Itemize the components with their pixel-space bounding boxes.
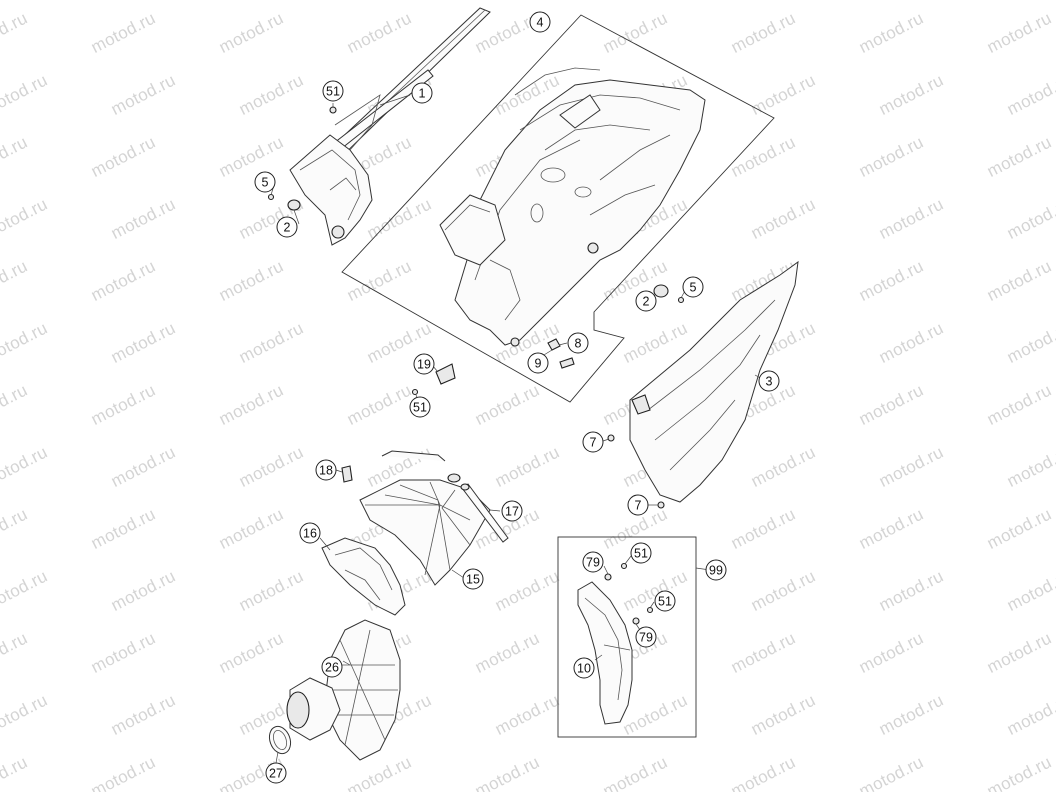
callout-label: 5 [690,281,697,295]
part-air-filter [286,619,401,761]
callout-circle-icon [582,551,604,573]
callout-circle-icon [527,352,549,374]
callout-c51a: 51 [322,80,344,102]
assembly-frame-4 [341,14,775,403]
callout-label: 7 [590,436,597,450]
part-washers-left [267,193,301,211]
callout-c2b: 2 [635,290,657,312]
callout-circle-icon [573,657,595,679]
callout-circle-icon [501,500,523,522]
callout-circle-icon [654,590,676,612]
callout-circle-icon [299,522,321,544]
callout-label: 79 [639,631,653,645]
callout-c3: 3 [758,370,780,392]
callout-label: 27 [269,767,283,781]
part-tube-trim [317,7,491,169]
part-intake-snorkel [577,562,654,725]
callout-circle-icon [705,559,727,581]
callout-label: 51 [658,595,672,609]
callout-circle-icon [413,353,435,375]
callout-c99: 99 [705,559,727,581]
callout-label: 15 [466,573,480,587]
part-side-cover [607,260,799,509]
callout-label: 4 [537,16,544,30]
callout-circle-icon [635,290,657,312]
callout-circle-icon [254,171,276,193]
callout-c5b: 5 [682,276,704,298]
callout-circle-icon [758,370,780,392]
callout-label: 2 [643,295,650,309]
callout-circle-icon [411,82,433,104]
callout-c19: 19 [413,353,435,375]
callout-circle-icon [409,396,431,418]
callout-label: 8 [575,337,582,351]
callout-c51b: 51 [409,396,431,418]
part-air-box [439,67,706,347]
callout-c9: 9 [527,352,549,374]
callout-c7a: 7 [582,431,604,453]
callout-circle-icon [321,656,343,678]
callout-label: 51 [413,401,427,415]
kit-frame-99 [557,536,697,738]
callout-label: 16 [303,527,317,541]
callout-label: 9 [535,357,542,371]
callout-label: 99 [709,564,723,578]
part-intake-duct-left [289,94,381,246]
callout-c79a: 79 [582,551,604,573]
callout-c1: 1 [411,82,433,104]
callout-circle-icon [276,216,298,238]
callout-label: 51 [634,547,648,561]
callout-c18: 18 [315,459,337,481]
callout-circle-icon [582,431,604,453]
part-fitting [341,465,353,483]
callout-label: 18 [319,464,333,478]
callout-c16: 16 [299,522,321,544]
callout-label: 79 [586,556,600,570]
callout-label: 26 [325,661,339,675]
callout-label: 2 [284,221,291,235]
callout-c4: 4 [529,11,551,33]
part-filter-support [321,537,406,616]
callout-circle-icon [635,626,657,648]
callout-label: 10 [577,662,591,676]
callout-c17: 17 [501,500,523,522]
callout-circle-icon [462,568,484,590]
callout-c8: 8 [567,332,589,354]
callout-c10: 10 [573,657,595,679]
callout-label: 17 [505,505,519,519]
part-clip-screw [411,338,575,396]
part-filter-cage [359,479,491,586]
callout-circle-icon [315,459,337,481]
callout-circle-icon [529,11,551,33]
callout-label: 19 [417,358,431,372]
callout-label: 51 [326,85,340,99]
part-bolt-rod [381,450,509,543]
callout-label: 7 [635,499,642,513]
callout-layer: 1 4 51 5 2 2 5 8 9 19 51 3 7 7 18 17 16 15 26 27 99 79 51 51 79 1… [254,11,780,784]
callout-c15: 15 [462,568,484,590]
callout-c27: 27 [265,762,287,784]
callout-circle-icon [567,332,589,354]
callout-label: 1 [419,87,426,101]
callout-circle-icon [627,494,649,516]
callout-circle-icon [682,276,704,298]
callout-c7b: 7 [627,494,649,516]
callout-c79b: 79 [635,626,657,648]
callout-circle-icon [630,542,652,564]
callout-c51d: 51 [654,590,676,612]
callout-c2a: 2 [276,216,298,238]
callout-label: 5 [262,176,269,190]
part-washers-right [653,284,685,304]
callout-c51c: 51 [630,542,652,564]
callout-circle-icon [322,80,344,102]
callout-label: 3 [766,375,773,389]
callout-c5a: 5 [254,171,276,193]
part-clamp-ring [268,725,292,755]
callout-c26: 26 [321,656,343,678]
callout-circle-icon [265,762,287,784]
